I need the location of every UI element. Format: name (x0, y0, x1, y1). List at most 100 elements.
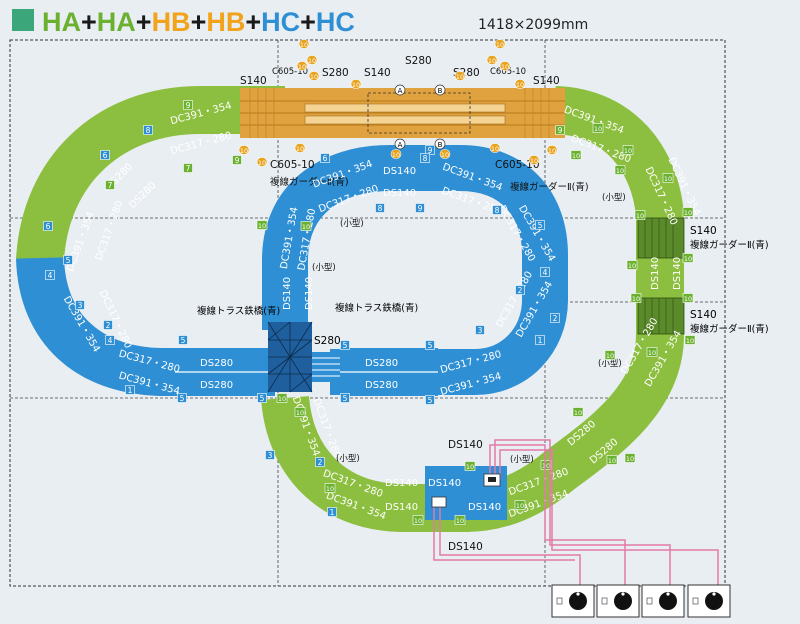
piece-number-badge: 8 (375, 203, 385, 213)
controller-2[interactable] (596, 584, 640, 618)
controller-1[interactable] (551, 584, 595, 618)
track-ds140-in-2: DS140 (383, 188, 416, 199)
piece-number-badge: 7 (105, 180, 115, 190)
piece-number-badge: 6 (100, 150, 110, 160)
piece-number-badge: 10 (592, 123, 604, 133)
controller-4[interactable] (687, 584, 731, 618)
station-labels: S140 C605-10 S280 S140 S280 S280 C605-10… (240, 55, 589, 193)
piece-number-text: 10 (636, 212, 644, 220)
title-part-4: + (136, 7, 152, 37)
piece-number-text: 2 (106, 321, 111, 330)
label-ds140-bottom: DS140 (448, 541, 483, 553)
label-s140-center: S140 (364, 67, 391, 79)
piece-number-badge: 10 (634, 210, 646, 220)
piece-number-text: 4 (48, 271, 53, 280)
girder-bridges-right: S140 複線ガーダーⅡ(青) S140 複線ガーダーⅡ(青) (637, 217, 769, 335)
piece-number-badge: 10 (350, 79, 362, 89)
piece-number-text: 9 (558, 126, 563, 135)
piece-number-text: 10 (632, 295, 640, 303)
piece-number-badge: 10 (298, 39, 310, 49)
piece-number-badge: 10 (514, 79, 526, 89)
truss-bridge: 複線トラス鉄橋(青) 複線トラス鉄橋(青) S280 (197, 302, 418, 393)
piece-number-badge: 10 (662, 173, 674, 183)
track-ds280-bl1: DS280 (200, 358, 233, 369)
piece-number-badge: 9 (232, 155, 242, 165)
piece-number-badge: 10 (684, 335, 696, 345)
track-ds140-in-l1: DS140 (282, 277, 293, 310)
piece-number-badge: 10 (412, 515, 424, 525)
track-ds280-br1: DS280 (365, 358, 398, 369)
piece-number-badge: 10 (464, 461, 476, 471)
piece-number-text: 10 (491, 145, 499, 153)
piece-number-badge: 10 (300, 221, 312, 231)
label-girder-top-left: 複線ガーダーⅡ(青) (270, 176, 349, 188)
piece-number-badge: 10 (626, 260, 638, 270)
piece-number-badge: 7 (183, 163, 193, 173)
piece-number-text: 5 (538, 221, 543, 230)
piece-number-text: 10 (664, 175, 672, 183)
track-dc317-l: DC317・280 (94, 199, 126, 262)
piece-number-text: 10 (684, 209, 692, 217)
track-ds140-b4: DS140 (468, 502, 501, 513)
track-ds280-br2: DS280 (365, 380, 398, 391)
piece-number-text: 10 (501, 63, 509, 71)
controller-3[interactable] (641, 584, 685, 618)
piece-number-badge: 5 (257, 393, 267, 403)
outer-loop-right-green (464, 86, 684, 532)
piece-number-badge: 4 (45, 270, 55, 280)
piece-number-text: 6 (323, 154, 328, 163)
title-part-5: HB (152, 7, 191, 37)
label-small-5: (小型) (336, 453, 360, 464)
piece-number-text: 10 (624, 147, 632, 155)
piece-number-text: 9 (186, 101, 191, 110)
piece-number-text: 10 (278, 395, 286, 403)
piece-number-text: 10 (466, 463, 474, 471)
piece-number-text: 10 (626, 455, 634, 463)
label-c605-top-right: C605-10 (490, 67, 526, 77)
piece-number-text: 3 (268, 451, 273, 460)
label-c605-top-left: C605-10 (272, 67, 308, 77)
mark-b-top: B (438, 87, 443, 95)
piece-number-badge: 3 (75, 300, 85, 310)
piece-number-text: 9 (428, 146, 433, 155)
piece-number-text: 10 (258, 222, 266, 230)
title-group: HA+HA+HB+HB+HC+HC 1418×2099mm (12, 7, 588, 37)
piece-number-badge: 10 (294, 143, 306, 153)
piece-number-text: 10 (300, 41, 308, 49)
piece-number-badge: 5 (340, 393, 350, 403)
piece-number-badge: 2 (103, 320, 113, 330)
title-part-2: + (81, 7, 97, 37)
piece-number-badge: 10 (439, 149, 451, 159)
title-part-6: + (191, 7, 207, 37)
piece-number-text: 10 (516, 81, 524, 89)
piece-number-badge: 10 (454, 515, 466, 525)
controller-group (551, 584, 731, 618)
piece-number-text: 8 (378, 204, 383, 213)
track-ds140-r1: DS140 (650, 257, 661, 290)
piece-number-badge: 3 (265, 450, 275, 460)
piece-number-badge: 2 (315, 457, 325, 467)
track-ds140-r2: DS140 (672, 257, 683, 290)
piece-number-text: 8 (495, 206, 500, 215)
piece-number-text: 10 (308, 57, 316, 65)
piece-number-badge: 10 (256, 157, 268, 167)
piece-number-text: 10 (456, 73, 464, 81)
piece-number-badge: 2 (515, 285, 525, 295)
piece-number-text: 8 (146, 126, 151, 135)
piece-number-text: 10 (240, 147, 248, 155)
piece-number-badge: 10 (646, 347, 658, 357)
title-part-1: HA (42, 7, 81, 37)
piece-number-badge: 10 (622, 145, 634, 155)
label-girder-right-1: 複線ガーダーⅡ(青) (690, 239, 769, 251)
mark-a-top: A (398, 87, 403, 95)
piece-number-text: 9 (418, 204, 423, 213)
piece-number-badge: 10 (682, 253, 694, 263)
title-part-3: HA (97, 7, 136, 37)
piece-number-text: 3 (78, 301, 83, 310)
piece-number-text: 10 (298, 63, 306, 71)
piece-number-badge: 5 (340, 340, 350, 350)
label-girder-right-2: 複線ガーダーⅡ(青) (690, 323, 769, 335)
piece-number-text: 7 (108, 181, 113, 190)
piece-number-text: 10 (594, 125, 602, 133)
piece-number-text: 10 (684, 295, 692, 303)
